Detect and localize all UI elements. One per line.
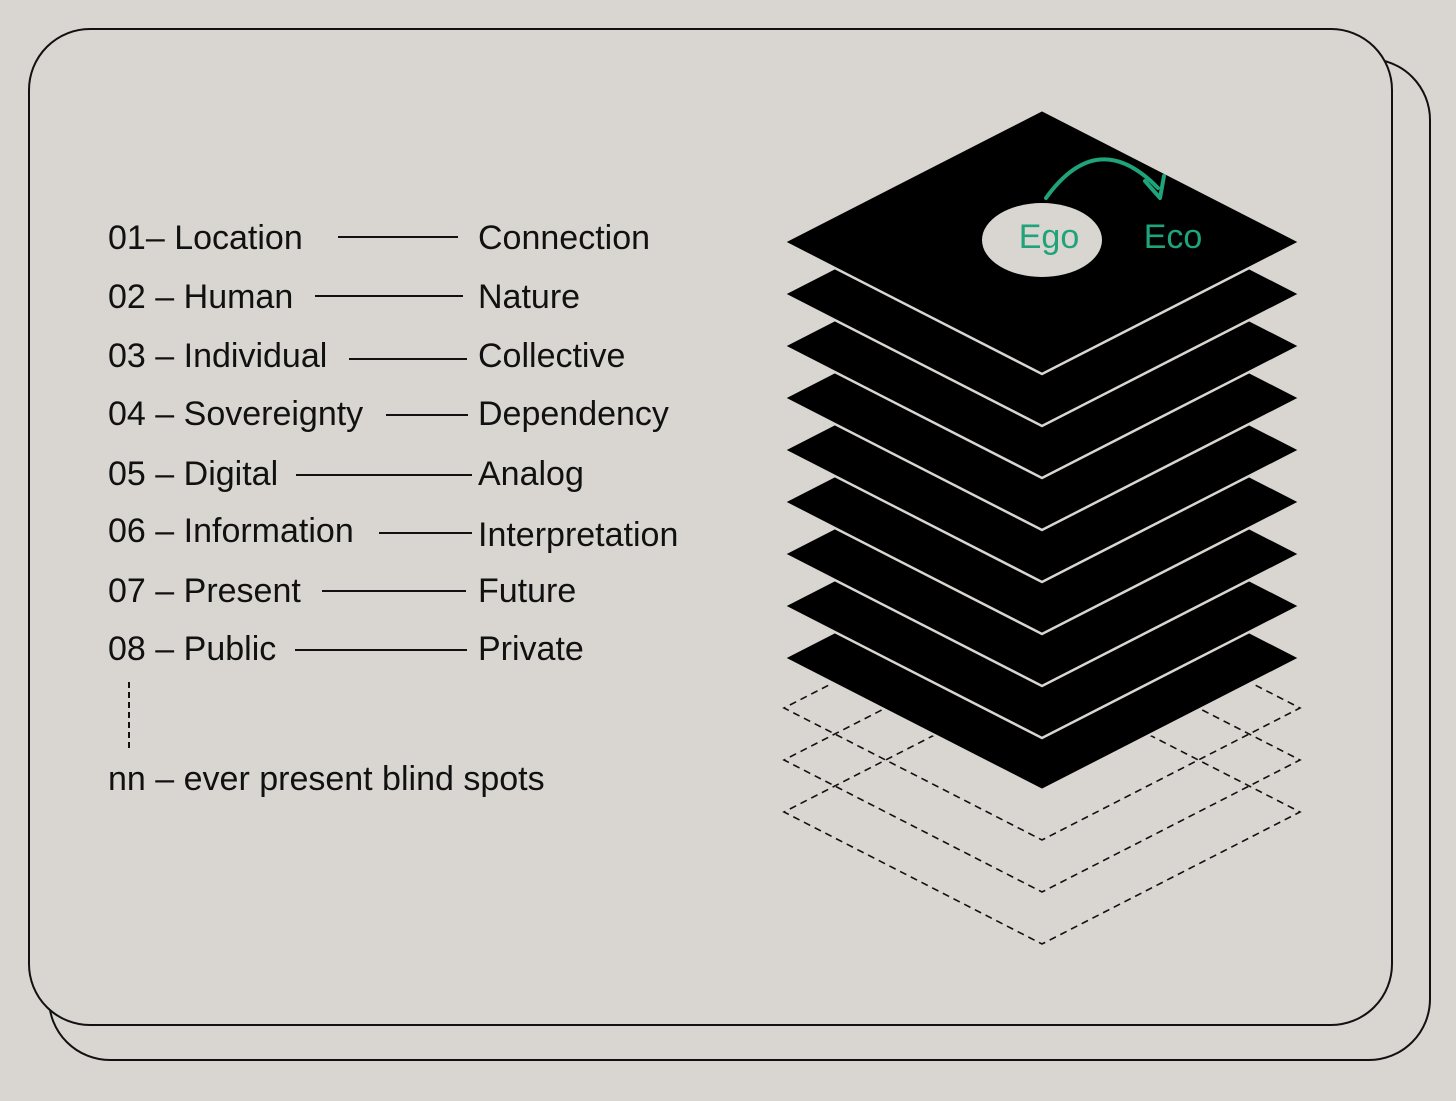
connector-line	[315, 295, 463, 297]
ego-bubble	[982, 203, 1102, 277]
connector-line	[379, 532, 472, 534]
pair-left-label: 02 – Human	[108, 278, 294, 316]
pair-right-label: Future	[478, 572, 577, 610]
connector-line	[295, 649, 467, 651]
pair-left-label: 08 – Public	[108, 630, 277, 668]
blind-spots-label: nn – ever present blind spots	[108, 760, 545, 798]
pair-left-label: 01– Location	[108, 219, 303, 257]
connector-line	[386, 414, 468, 416]
pair-left-label: 06 – Information	[108, 512, 354, 550]
connector-line	[296, 474, 472, 476]
pair-right-label: Connection	[478, 219, 651, 257]
pair-right-label: Nature	[478, 278, 581, 316]
transition-arrow-curve	[1044, 157, 1160, 200]
pair-right-label: Dependency	[478, 395, 669, 433]
pair-left-label: 05 – Digital	[108, 455, 279, 493]
pair-right-label: Private	[478, 630, 584, 668]
connector-line	[338, 236, 458, 238]
dashed-layer-3	[782, 679, 1302, 945]
arrow-head-icon	[1143, 174, 1166, 200]
pair-right-label: Collective	[478, 337, 626, 375]
pair-right-label: Analog	[478, 455, 584, 493]
dashed-layer-2	[782, 627, 1302, 893]
eco-label: Eco	[1144, 218, 1203, 256]
solid-layers	[781, 108, 1303, 792]
pair-left-label: 07 – Present	[108, 572, 301, 610]
ego-label: Ego	[1019, 218, 1080, 256]
connector-line	[322, 590, 466, 592]
ego-eco-annotation: Ego Eco	[982, 157, 1203, 277]
pair-left-label: 04 – Sovereignty	[108, 395, 364, 433]
connector-line	[349, 358, 467, 360]
dashed-continuation-line	[128, 682, 130, 748]
pair-right-label: Interpretation	[478, 516, 679, 554]
pair-left-label: 03 – Individual	[108, 337, 328, 375]
